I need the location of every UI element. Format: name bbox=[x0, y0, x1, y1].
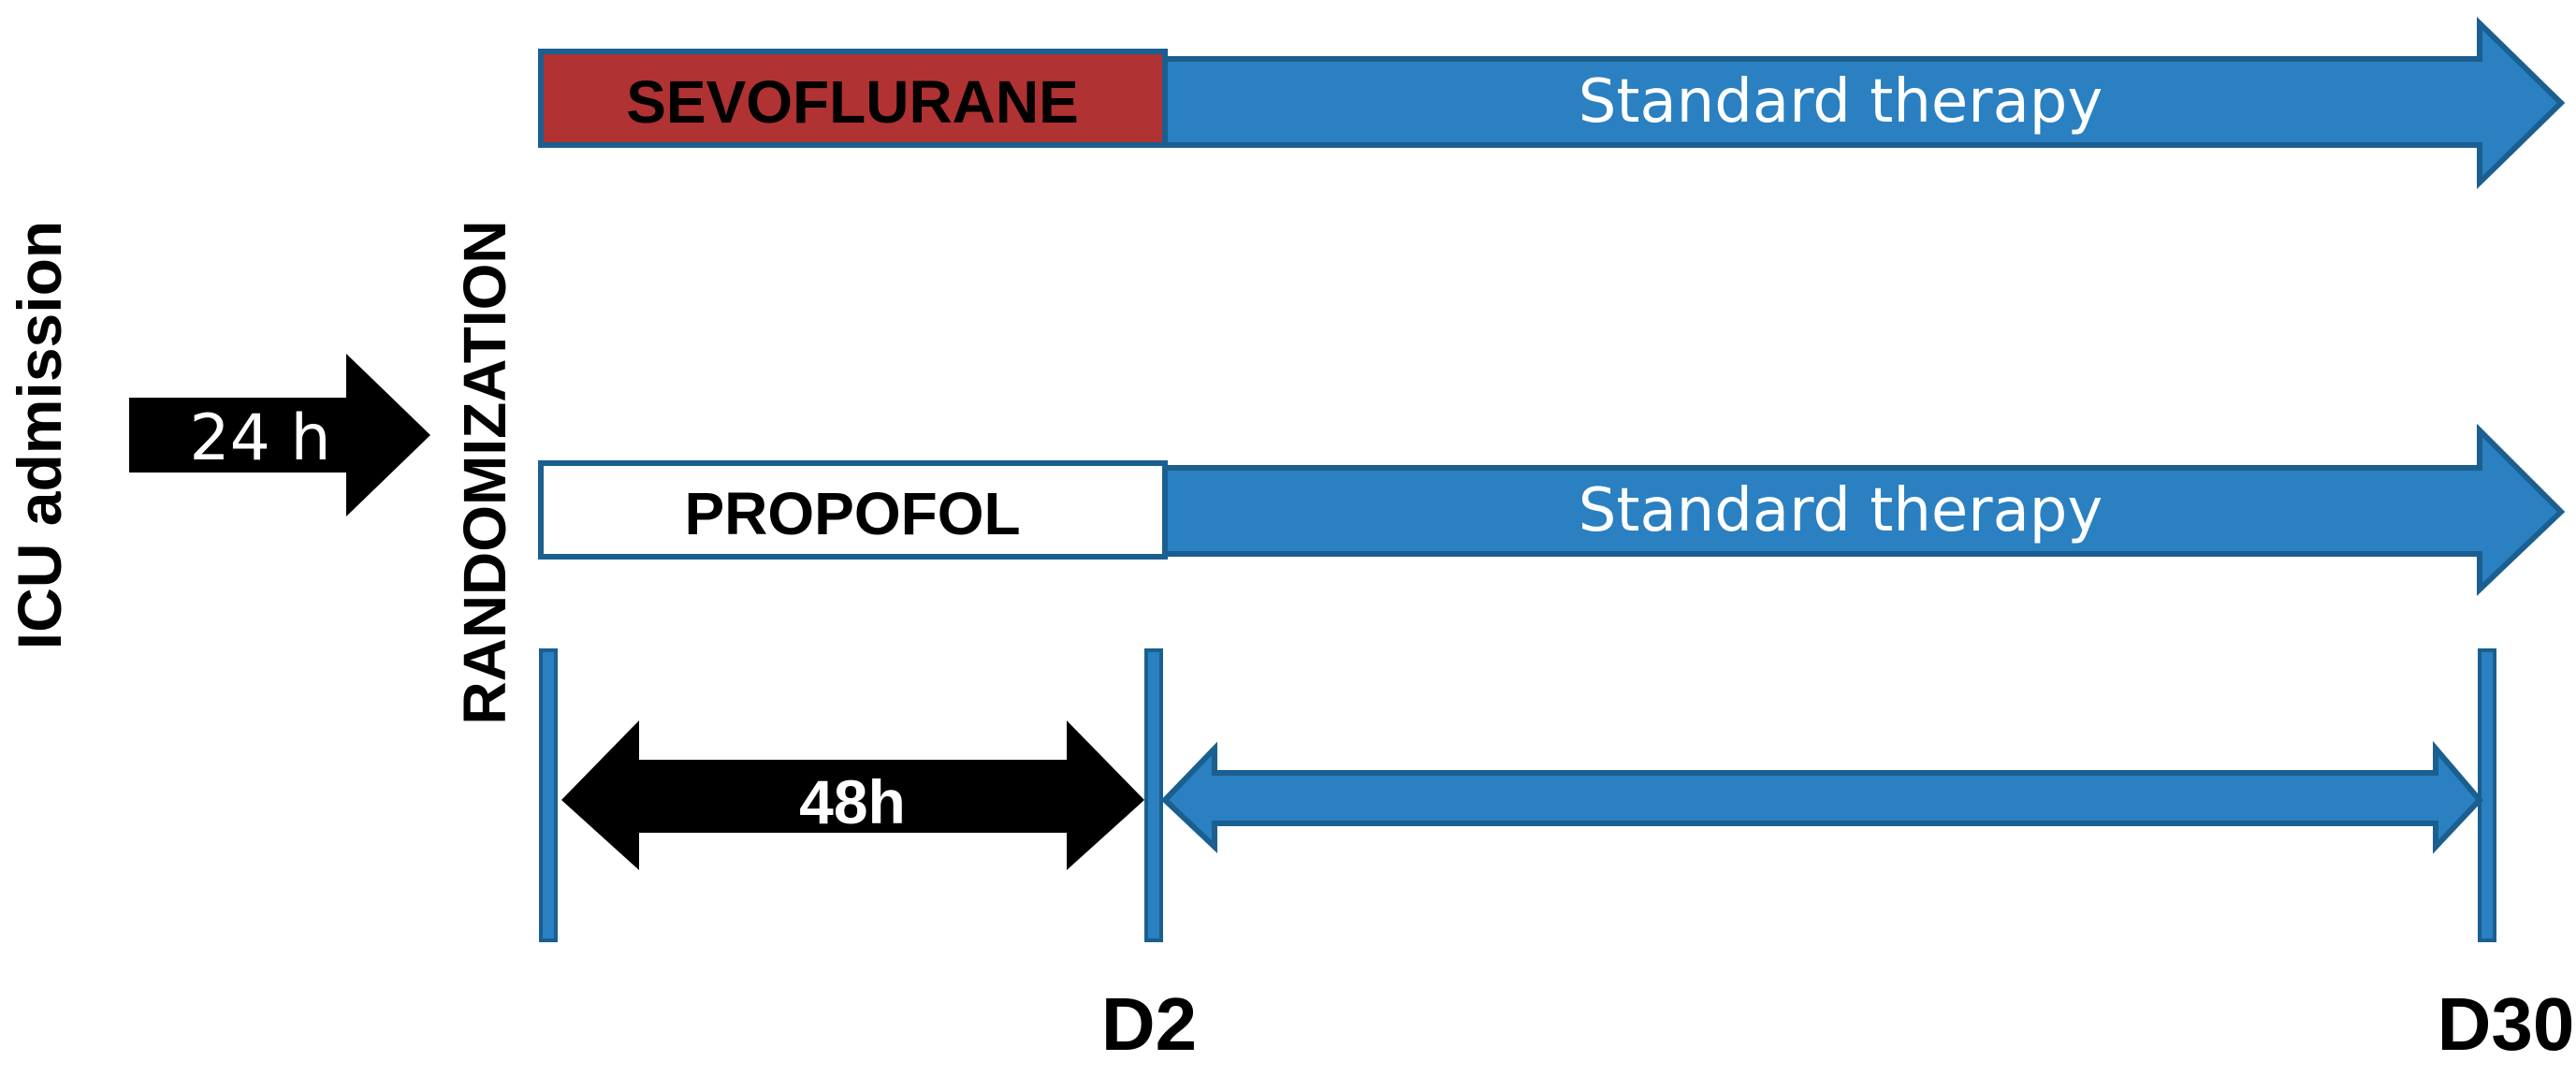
sevoflurane-label: SEVOFLURANE bbox=[626, 68, 1079, 136]
arm1-therapy-label: Standard therapy bbox=[1579, 67, 2103, 137]
arm2-therapy-arrow bbox=[1162, 423, 2566, 597]
duration-double-arrow bbox=[561, 720, 1144, 870]
icu-admission-label: ICU admission bbox=[5, 221, 74, 649]
randomization-label: RANDOMIZATION bbox=[451, 220, 518, 724]
delay-arrow-label: 24 h bbox=[189, 401, 330, 475]
day-marker-d2: D2 bbox=[1101, 982, 1197, 1066]
timeline-tick-start bbox=[539, 648, 558, 942]
followup-double-arrow bbox=[1160, 740, 2484, 854]
timeline-tick-d2 bbox=[1144, 648, 1163, 942]
duration-label: 48h bbox=[799, 767, 906, 836]
propofol-label: PROPOFOL bbox=[684, 480, 1020, 547]
timeline-tick-d30 bbox=[2478, 648, 2496, 942]
day-marker-d30: D30 bbox=[2438, 982, 2575, 1066]
propofol-box bbox=[538, 460, 1168, 560]
arm2-therapy-label: Standard therapy bbox=[1579, 476, 2103, 545]
arm1-therapy-arrow bbox=[1162, 16, 2566, 190]
sevoflurane-box bbox=[538, 49, 1168, 148]
delay-arrow bbox=[129, 354, 430, 516]
